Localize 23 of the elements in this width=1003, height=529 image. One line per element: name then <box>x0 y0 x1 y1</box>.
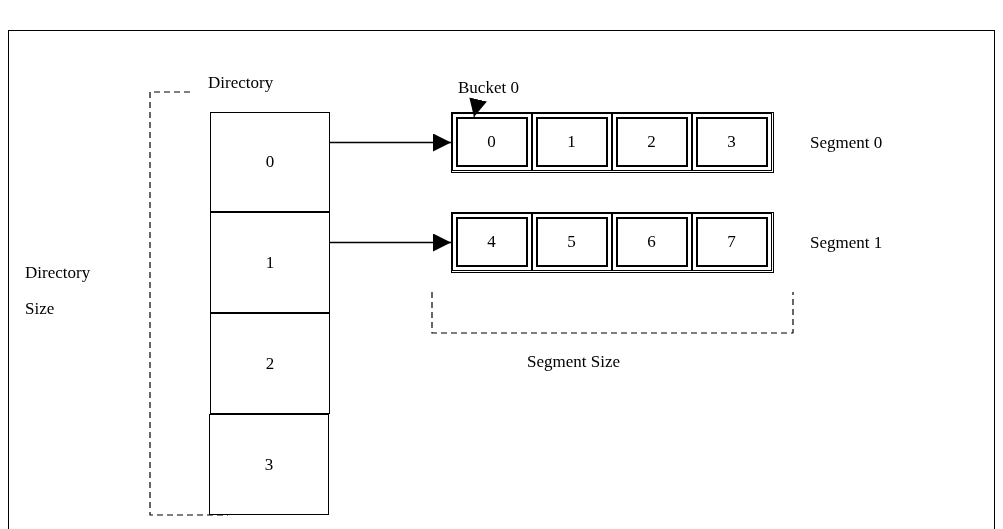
heading: Directory <box>208 73 274 93</box>
segment-label: Segment 0 <box>810 133 883 153</box>
segment-box <box>451 112 774 173</box>
dimension-label: Segment Size <box>527 352 620 372</box>
bucket-label: Bucket 0 <box>458 78 519 98</box>
leader-line <box>469 97 487 118</box>
bucket-cell: 4 <box>451 212 532 271</box>
segment-box <box>451 212 774 273</box>
bucket-cell: 6 <box>611 212 692 271</box>
directory-cell: 0 <box>210 112 330 212</box>
dimension-label: Directory Size <box>25 262 92 320</box>
arrow <box>329 233 452 252</box>
bucket-cell: 3 <box>691 112 772 171</box>
arrow <box>329 133 452 152</box>
directory-cell: 3 <box>209 414 329 515</box>
bucket-cell: 1 <box>531 112 612 171</box>
directory-cell: 1 <box>210 212 330 313</box>
bucket-cell: 5 <box>531 212 612 271</box>
bucket-cell: 7 <box>691 212 772 271</box>
segment-label: Segment 1 <box>810 233 883 253</box>
bucket-cell: 0 <box>451 112 532 171</box>
bucket-cell: 2 <box>611 112 692 171</box>
directory-cell: 2 <box>210 313 330 414</box>
